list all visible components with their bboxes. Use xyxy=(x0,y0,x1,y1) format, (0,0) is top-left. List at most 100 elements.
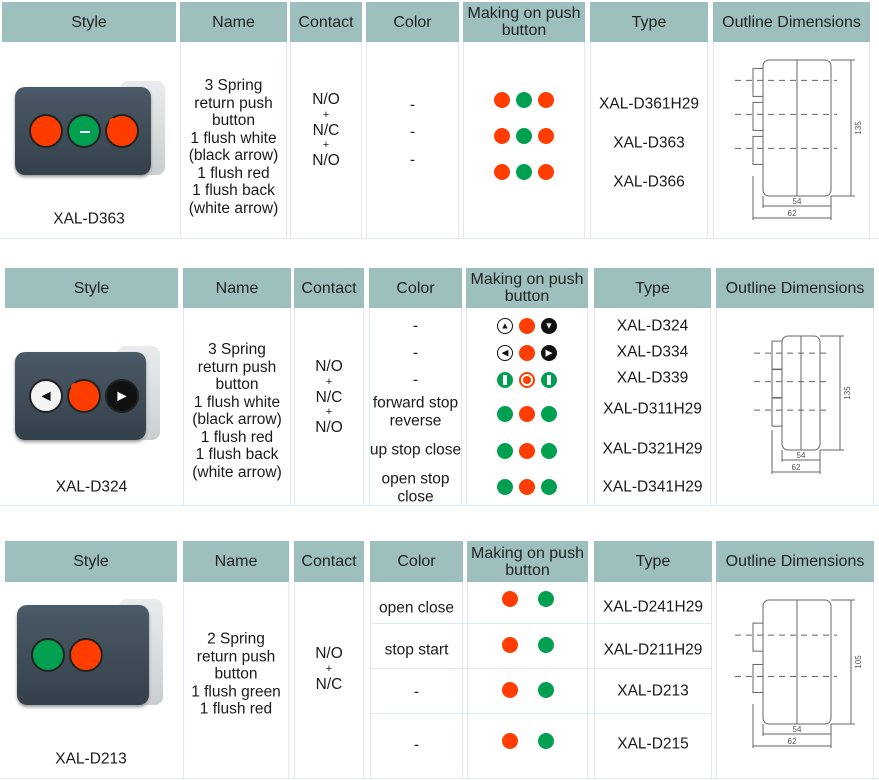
color-line: forward stop xyxy=(372,394,459,412)
red-button-icon xyxy=(494,128,510,144)
contact-line: N/O xyxy=(315,357,343,375)
color-cell: open close xyxy=(379,599,454,617)
model-label: XAL-D324 xyxy=(55,478,128,496)
type-code: XAL-D366 xyxy=(613,173,685,191)
header-color: Color xyxy=(370,541,463,582)
black-down-button-icon: ▼ xyxy=(541,318,557,334)
red-button-icon xyxy=(519,443,535,459)
header-style: Style xyxy=(5,541,177,582)
column-body xyxy=(290,42,362,238)
header-name: Name xyxy=(183,541,289,582)
arrow-icon: ▲ xyxy=(500,320,510,331)
contact-text: N/O+N/C+N/O xyxy=(312,91,340,170)
contact-text: N/O+N/C+N/O xyxy=(315,358,343,437)
button-layout xyxy=(497,479,557,495)
type-code: XAL-D215 xyxy=(617,735,689,753)
type-code: XAL-D334 xyxy=(616,343,689,361)
button-layout xyxy=(501,733,554,749)
green-button-icon xyxy=(537,637,554,653)
column-body xyxy=(183,582,289,778)
column-body xyxy=(467,582,588,778)
black-right-button-icon: ▶ xyxy=(541,345,557,361)
type-code: XAL-D341H29 xyxy=(602,478,703,496)
product-photo: ◀▶ xyxy=(15,340,160,448)
bar-icon xyxy=(547,375,551,385)
type-code: XAL-D363 xyxy=(613,134,685,152)
header-making: Making on push button xyxy=(466,268,588,308)
contact-text: N/O+N/C xyxy=(315,645,343,693)
product-buttons xyxy=(29,114,139,148)
green-bar-button-icon xyxy=(541,372,557,388)
green-button-icon xyxy=(541,406,557,422)
name-line: return push xyxy=(196,647,276,665)
svg-text:62: 62 xyxy=(792,463,801,472)
arrow-icon: ▼ xyxy=(544,320,554,331)
column-body xyxy=(370,582,463,778)
type-code: XAL-D241H29 xyxy=(603,598,703,616)
header-name: Name xyxy=(183,268,291,308)
row-divider xyxy=(0,505,879,506)
red-button-icon xyxy=(501,682,518,698)
name-line: button xyxy=(211,112,256,129)
red-ring-button-icon xyxy=(105,114,139,148)
name-line: (white arrow) xyxy=(188,199,279,217)
red-button-icon xyxy=(538,128,554,144)
green-button-icon xyxy=(537,682,554,698)
bar-icon xyxy=(503,375,507,385)
contact-line: N/O xyxy=(315,418,343,436)
column-body xyxy=(294,308,364,505)
red-button-icon xyxy=(538,164,554,180)
red-button-icon xyxy=(29,114,63,148)
svg-text:54: 54 xyxy=(793,197,802,206)
header-type: Type xyxy=(590,2,708,42)
name-line: 1 flush white xyxy=(190,129,277,147)
header-outline: Outline Dimensions xyxy=(716,541,874,582)
color-cell: - xyxy=(414,683,419,701)
red-ring-button-icon xyxy=(67,379,101,413)
red-button-icon xyxy=(501,591,518,607)
product-photo xyxy=(17,593,163,713)
contact-line: N/O xyxy=(312,151,340,169)
green-button-icon xyxy=(541,443,557,459)
red-button-icon xyxy=(519,479,535,495)
column-body xyxy=(294,582,364,778)
color-cell: - xyxy=(410,96,415,114)
button-layout xyxy=(497,406,557,422)
svg-text:135: 135 xyxy=(854,121,863,135)
green-bar-button-icon xyxy=(497,372,513,388)
column-body xyxy=(716,582,874,778)
column-body xyxy=(594,582,712,778)
arrow-icon: ◀ xyxy=(41,388,51,403)
button-layout xyxy=(494,92,554,108)
color-line: - xyxy=(409,123,416,141)
green-button-icon xyxy=(537,591,554,607)
svg-text:62: 62 xyxy=(788,737,797,746)
name-line: button xyxy=(214,665,258,683)
column-body xyxy=(466,308,588,505)
green-button-icon xyxy=(541,479,557,495)
color-line: - xyxy=(413,683,420,701)
column-body xyxy=(366,42,459,238)
product-photo xyxy=(15,75,165,183)
header-outline: Outline Dimensions xyxy=(716,268,874,308)
name-line: (black arrow) xyxy=(192,411,282,428)
color-line: up stop close xyxy=(369,441,462,459)
white-left-button-icon: ◀ xyxy=(497,345,513,361)
column-body xyxy=(590,42,708,238)
color-cell: stop start xyxy=(385,641,449,659)
contact-line: N/C xyxy=(315,388,343,406)
svg-text:135: 135 xyxy=(843,386,852,400)
contact-line: + xyxy=(322,108,330,121)
green-button-icon xyxy=(497,443,513,459)
white-up-button-icon: ▲ xyxy=(497,318,513,334)
header-making: Making on push button xyxy=(463,2,585,42)
red-button-icon xyxy=(501,637,518,653)
color-line: - xyxy=(409,96,416,114)
red-button-icon xyxy=(494,164,510,180)
